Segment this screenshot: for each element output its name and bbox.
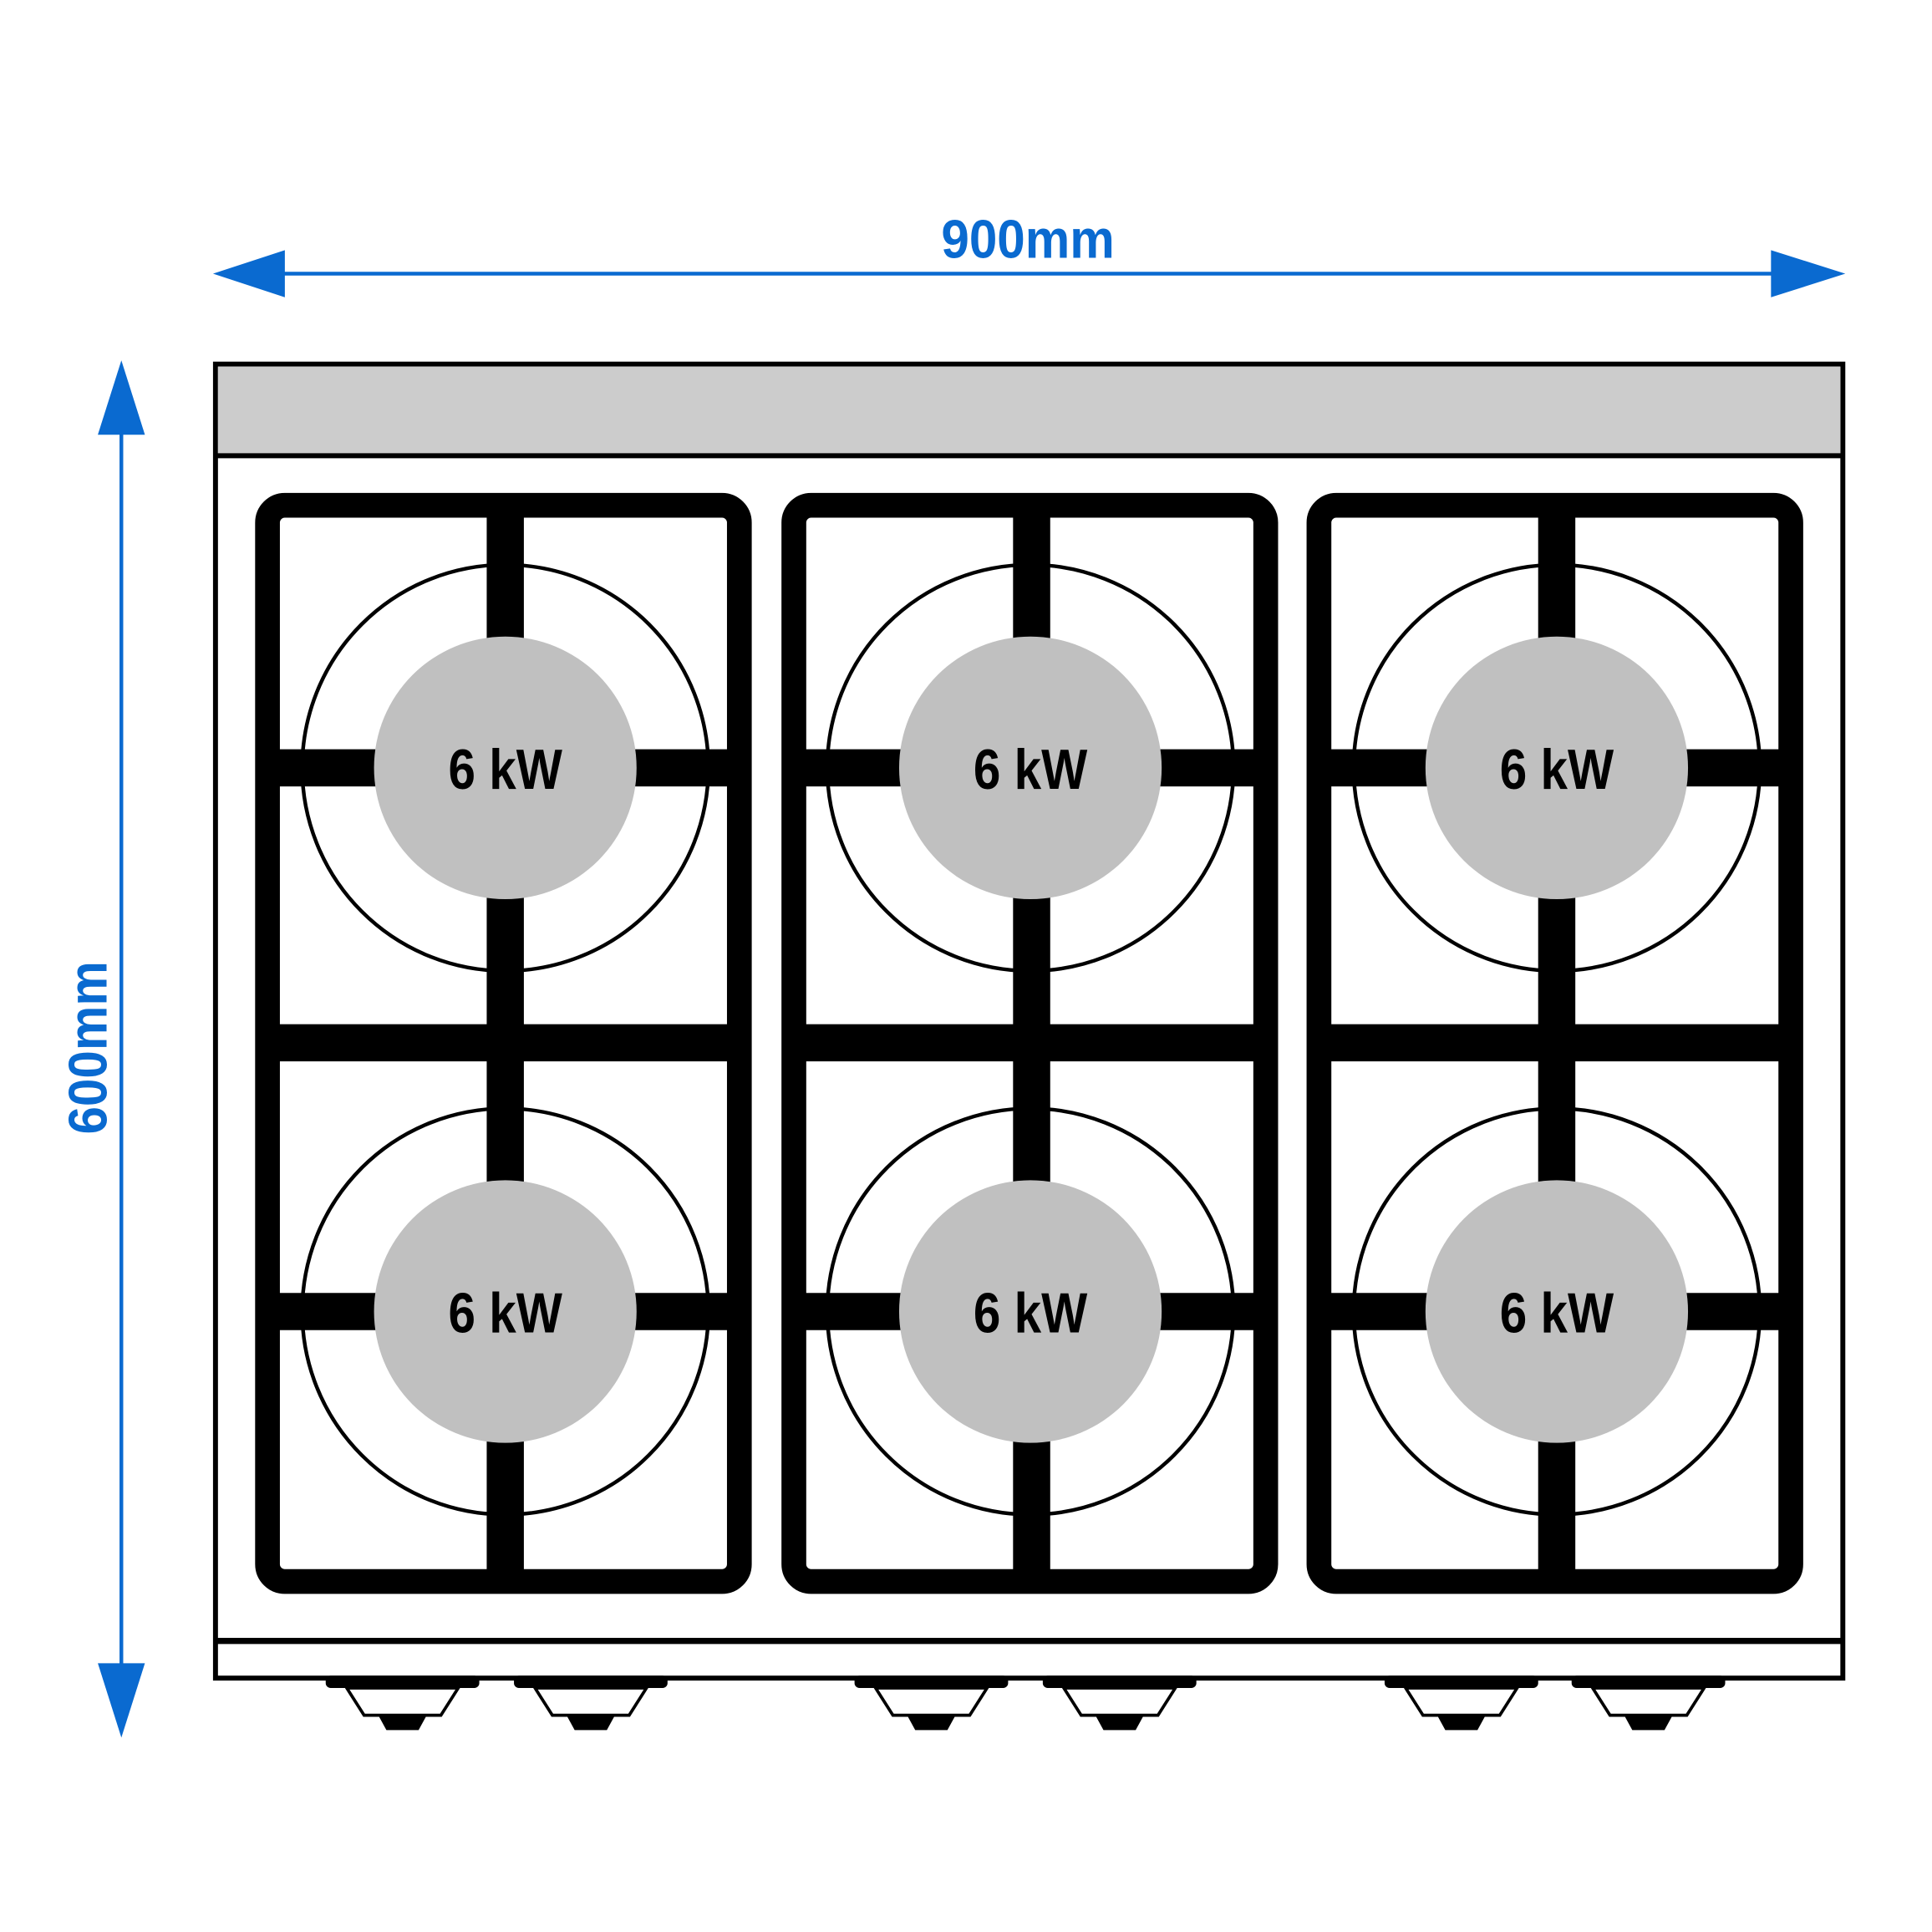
knob-base bbox=[514, 1675, 668, 1689]
grate bbox=[255, 492, 752, 1594]
burner-ring bbox=[300, 562, 710, 974]
control-knob[interactable] bbox=[854, 1675, 1009, 1731]
knob-tip bbox=[379, 1716, 426, 1731]
burners: 6 kW 6 kW 6 kW 6 kW 6 kW 6 kW bbox=[300, 562, 1762, 1517]
burner bbox=[825, 562, 1236, 974]
width-label: 900mm bbox=[941, 208, 1114, 269]
knob-base bbox=[1571, 1675, 1726, 1689]
burner-power-label: 6 kW bbox=[1500, 738, 1614, 801]
burner bbox=[300, 562, 710, 974]
grate-prong bbox=[486, 507, 524, 673]
grate-prong bbox=[486, 1401, 524, 1582]
burner bbox=[1351, 562, 1762, 974]
control-knob[interactable] bbox=[514, 1675, 668, 1731]
grate-prong bbox=[1666, 749, 1785, 787]
burner bbox=[300, 1106, 710, 1517]
control-knob[interactable] bbox=[325, 1675, 480, 1731]
knob-body bbox=[872, 1686, 990, 1717]
knob-body bbox=[1402, 1686, 1520, 1717]
knob-body bbox=[1060, 1686, 1178, 1717]
control-knob[interactable] bbox=[1571, 1675, 1726, 1731]
burner-power-label: 6 kW bbox=[974, 738, 1088, 801]
grate bbox=[1306, 492, 1803, 1594]
grate-prong bbox=[1538, 1401, 1576, 1582]
depth-dimension: 600mm bbox=[57, 360, 145, 1738]
burner-power-label: 6 kW bbox=[974, 1282, 1088, 1345]
burner-ring bbox=[825, 562, 1236, 974]
burner-cap bbox=[374, 1180, 637, 1443]
burner bbox=[825, 1106, 1236, 1517]
grate-prong bbox=[1538, 507, 1576, 673]
burner-power-label: 6 kW bbox=[449, 1282, 563, 1345]
grate-prong bbox=[1013, 507, 1050, 673]
knob-tip bbox=[1096, 1716, 1143, 1731]
grate-prong bbox=[623, 1293, 734, 1330]
knob-base bbox=[854, 1675, 1009, 1689]
burner bbox=[1351, 1106, 1762, 1517]
burner-cap bbox=[1425, 1180, 1689, 1443]
arrow-up-icon bbox=[98, 360, 145, 435]
grate-prong bbox=[1013, 1401, 1050, 1582]
knob-tip bbox=[567, 1716, 615, 1731]
knob-base bbox=[325, 1675, 480, 1689]
grate-prong bbox=[1324, 1293, 1451, 1330]
arrow-right-icon bbox=[1771, 250, 1846, 297]
grate-prong bbox=[1013, 858, 1050, 1215]
grate-prong bbox=[615, 749, 734, 787]
burner-ring bbox=[825, 1106, 1236, 1517]
burner-ring bbox=[1351, 1106, 1762, 1517]
grate-prong bbox=[1675, 1293, 1785, 1330]
burner-power-label: 6 kW bbox=[449, 738, 563, 801]
burner-cap bbox=[898, 1180, 1162, 1443]
grate-prong bbox=[273, 749, 390, 787]
burner-cap bbox=[1425, 636, 1689, 899]
knob-base bbox=[1384, 1675, 1538, 1689]
width-dimension: 900mm bbox=[212, 208, 1846, 297]
depth-label: 600mm bbox=[57, 961, 118, 1134]
knob-body bbox=[531, 1686, 650, 1717]
grate-prong bbox=[1324, 749, 1442, 787]
burner-ring bbox=[1351, 562, 1762, 974]
burner-ring bbox=[300, 1106, 710, 1517]
control-knobs bbox=[325, 1675, 1726, 1731]
knob-tip bbox=[1437, 1716, 1485, 1731]
grate-prong bbox=[273, 1293, 399, 1330]
grate-prong bbox=[800, 1293, 926, 1330]
knob-body bbox=[1589, 1686, 1707, 1717]
control-knob[interactable] bbox=[1384, 1675, 1538, 1731]
knob-tip bbox=[908, 1716, 955, 1731]
control-knob[interactable] bbox=[1042, 1675, 1197, 1731]
back-panel-strip bbox=[217, 366, 1841, 455]
knob-tip bbox=[1624, 1716, 1672, 1731]
arrow-down-icon bbox=[98, 1663, 145, 1738]
grate-prong bbox=[800, 749, 917, 787]
grate-prong bbox=[1150, 1293, 1260, 1330]
knob-body bbox=[343, 1686, 461, 1717]
grate-prong bbox=[1538, 858, 1576, 1215]
burner-cap bbox=[898, 636, 1162, 899]
knob-base bbox=[1042, 1675, 1197, 1689]
burner-power-label: 6 kW bbox=[1500, 1282, 1614, 1345]
grate-prong bbox=[486, 858, 524, 1215]
burner-cap bbox=[374, 636, 637, 899]
grate-prong bbox=[1141, 749, 1260, 787]
arrow-left-icon bbox=[212, 250, 285, 297]
